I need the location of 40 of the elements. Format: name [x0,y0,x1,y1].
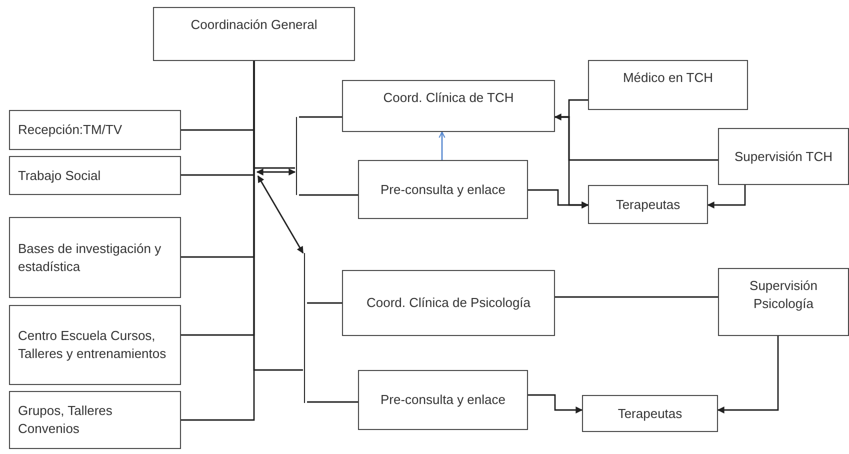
box-label: Coord. Clínica de Psicología [366,294,531,312]
box-label: Grupos, Talleres Convenios [18,402,114,438]
org-box [9,156,181,195]
org-box [718,268,849,336]
connector-arrow [256,168,296,176]
org-box [342,270,555,336]
org-box [9,305,181,385]
org-box [582,395,718,432]
box-label: Pre-consulta y enlace [380,391,506,409]
box-label: Supervisión Psicología [748,277,818,312]
box-label: Terapeutas [618,404,682,422]
org-box [588,60,748,110]
bracket-line [296,117,300,195]
connector-arrow [717,336,779,414]
box-label: Supervisión TCH [734,148,833,166]
connector-arrow [707,185,746,208]
org-box [9,110,181,150]
org-box [588,185,708,224]
org-box [718,128,849,185]
connector-arrow [528,189,589,208]
connector-arrow [528,394,583,414]
org-box [358,160,528,219]
box-label: Pre-consulta y enlace [380,180,506,198]
connector-arrow [257,175,304,254]
box-label: Coordinación General [190,16,318,34]
org-box [9,391,181,449]
box-label: Coord. Clínica de TCH [383,89,514,107]
box-label: Centro Escuela Cursos, Talleres y entrenamientos [18,327,168,363]
bracket-line [304,253,308,403]
connector-arrow [554,99,588,120]
box-label: Recepción:TM/TV [18,121,122,139]
box-label: Terapeutas [616,196,680,214]
connector-arrow [438,131,446,160]
org-box [358,370,528,430]
org-box [153,7,355,61]
box-label: Médico en TCH [622,69,714,87]
box-label: Trabajo Social [18,166,101,184]
org-box [342,80,555,132]
box-label: Bases de investigación y estadística [18,240,162,276]
org-box [9,217,181,298]
